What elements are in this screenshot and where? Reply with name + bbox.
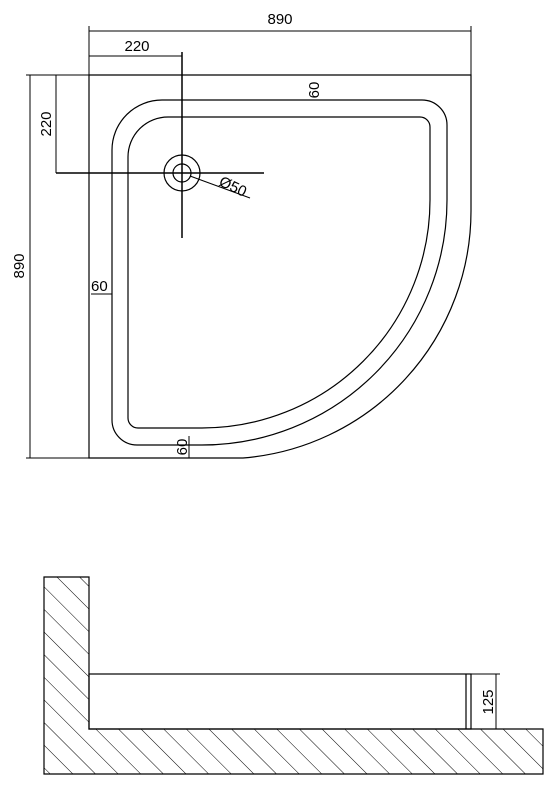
- dimension-label-drain-offset-x: 220: [124, 38, 149, 55]
- tray-outer-outline: [88, 74, 472, 459]
- dimension-label-drain-diameter: Ø50: [216, 173, 249, 200]
- drain-diameter-leader: [189, 175, 251, 199]
- tray-rim-outer-line: [111, 99, 448, 446]
- dimension-section-height: 125: [471, 673, 500, 729]
- dimension-label-overall-depth: 890: [11, 253, 28, 278]
- dimension-drain-offset-x: 220: [89, 38, 182, 57]
- section-tray-body: [88, 673, 472, 730]
- dimension-overall-width: 890: [88, 11, 472, 75]
- section-wall-and-floor: [43, 576, 544, 775]
- plan-view: 890 220 890 220 60 60 60 Ø50: [11, 11, 472, 459]
- dimension-label-rim-left: 60: [91, 278, 108, 295]
- dimension-label-rim-bottom: 60: [174, 439, 191, 456]
- dimension-drain-offset-y: 220: [38, 75, 57, 173]
- dimension-label-drain-offset-y: 220: [38, 111, 55, 136]
- dimension-label-overall-width: 890: [267, 11, 292, 28]
- dimension-label-section-height: 125: [480, 689, 497, 714]
- drain: [56, 52, 264, 238]
- dimension-label-rim-top: 60: [306, 82, 323, 99]
- tray-rim-inner-line: [127, 116, 431, 429]
- dimension-overall-depth: 890: [11, 74, 89, 459]
- section-view: 125: [43, 576, 544, 775]
